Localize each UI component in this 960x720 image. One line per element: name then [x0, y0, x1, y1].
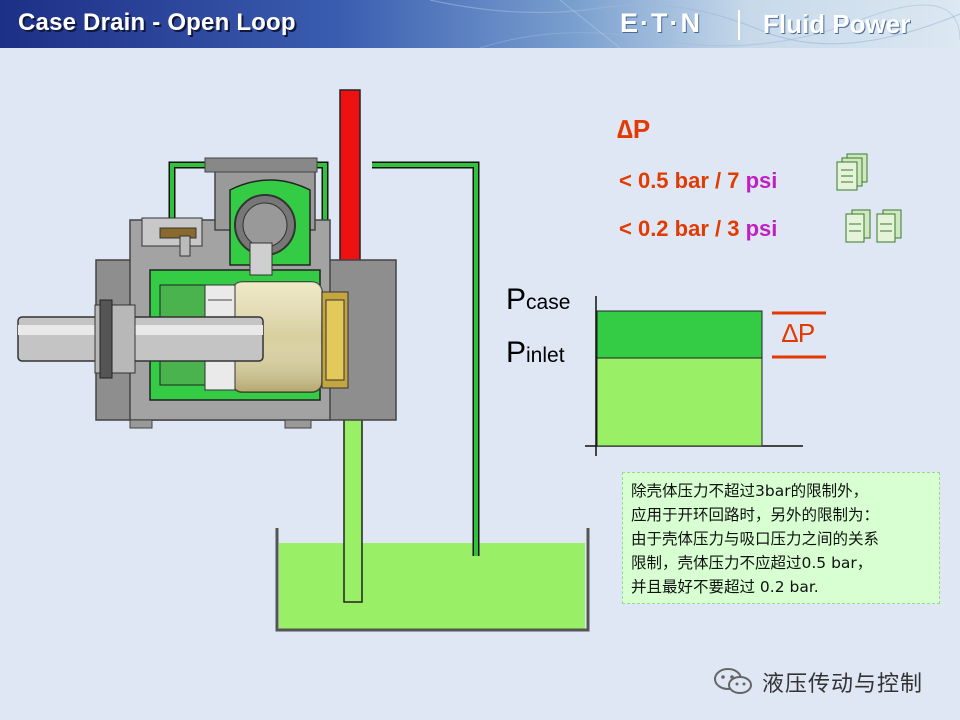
limit-rule-2: < 0.2 bar / 3 psi	[619, 216, 777, 242]
pressure-bar-graph	[585, 296, 826, 456]
logo-divider	[738, 10, 740, 40]
brand-subtitle: Fluid Power	[763, 9, 911, 39]
title-bar: Case Drain - Open Loop E·T·N Fluid Power	[0, 0, 960, 48]
note-line: 除壳体压力不超过3bar的限制外，	[631, 482, 869, 500]
watermark-text: 液压传动与控制	[762, 672, 924, 697]
eaton-logo: E·T·N	[620, 8, 702, 38]
header-map-decoration	[429, 0, 960, 48]
limit-rule-2-value: < 0.2 bar / 3	[619, 216, 746, 241]
limit-rule-1: < 0.5 bar / 7 psi	[619, 168, 777, 194]
document-stack-icon	[836, 153, 868, 191]
delta-p-side-label: ∆P	[782, 318, 816, 348]
inlet-pressure-band	[596, 357, 763, 447]
delta-p-heading: ∆P	[617, 114, 651, 144]
slide-title: Case Drain - Open Loop	[18, 9, 296, 36]
note-line: 由于壳体压力与吸口压力之间的关系	[631, 530, 880, 548]
limit-rule-1-unit: psi	[745, 168, 778, 193]
limit-rule-2-unit: psi	[745, 216, 778, 241]
note-line: 限制，壳体压力不应超过0.5 bar，	[631, 554, 873, 572]
wechat-icon	[714, 668, 752, 694]
reservoir-tank	[275, 528, 590, 632]
note-line: 并且最好不要超过 0.2 bar.	[631, 578, 819, 596]
case-pressure-band	[596, 310, 763, 359]
limit-rule-1-value: < 0.5 bar / 7	[619, 168, 746, 193]
p-inlet-label: Pinlet	[506, 336, 565, 369]
chinese-note-box: 除壳体压力不超过3bar的限制外， 应用于开环回路时，另外的限制为： 由于壳体压…	[622, 472, 940, 604]
piston-pump-cutaway	[17, 157, 397, 429]
note-line: 应用于开环回路时，另外的限制为：	[631, 506, 880, 524]
p-case-label: Pcase	[506, 283, 571, 316]
double-document-stack-icon	[845, 209, 902, 243]
